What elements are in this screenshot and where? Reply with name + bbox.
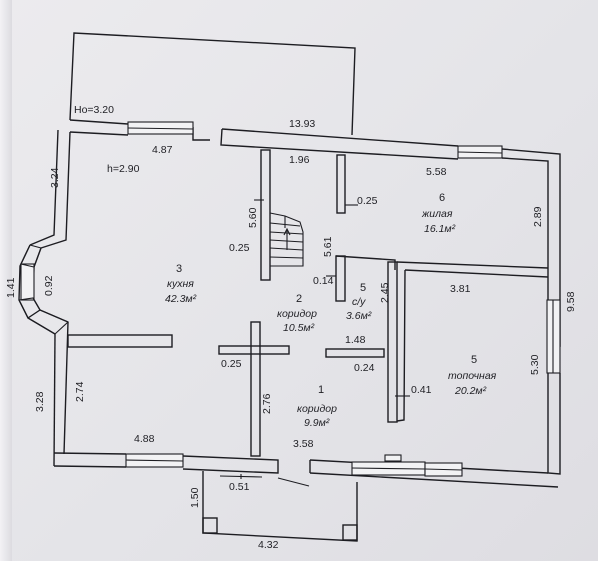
dim-0-25-top: 0.25 xyxy=(357,195,378,207)
window-bay-left xyxy=(20,263,35,301)
dim-0-92: 0.92 xyxy=(43,275,55,296)
wall-kitchen-bottom xyxy=(67,334,173,348)
dim-5-60: 5.60 xyxy=(247,207,259,228)
wall-stair-left xyxy=(260,149,271,281)
dim-9-58: 9.58 xyxy=(565,291,577,312)
wall-kitchen-living-top xyxy=(336,154,346,214)
room-label-corridor-2: 2 коридор 10.5м² xyxy=(277,293,317,334)
dim-3-58: 3.58 xyxy=(293,438,314,450)
outer-walls xyxy=(18,119,561,488)
svg-text:20.2м²: 20.2м² xyxy=(454,385,487,397)
dim-3-24: 3.24 xyxy=(49,167,61,188)
room-label-wc: 5 с/у 3.6м² xyxy=(346,282,372,322)
terrace-outline xyxy=(69,32,356,136)
svg-text:жилая: жилая xyxy=(421,208,453,220)
dim-2-74: 2.74 xyxy=(74,381,86,402)
dim-4-87: 4.87 xyxy=(152,144,173,156)
room-label-kitchen: 3 кухня 42.3м² xyxy=(165,263,197,305)
svg-text:42.3м²: 42.3м² xyxy=(165,293,197,305)
dim-5-58: 5.58 xyxy=(426,166,447,178)
dim-4-32: 4.32 xyxy=(258,539,279,551)
dim-2-89: 2.89 xyxy=(532,206,544,227)
svg-text:6: 6 xyxy=(439,192,445,204)
dim-2-76: 2.76 xyxy=(261,393,273,414)
svg-text:3: 3 xyxy=(176,263,182,275)
svg-text:5: 5 xyxy=(471,354,477,366)
room-label-living: 6 жилая 16.1м² xyxy=(421,192,456,235)
svg-text:2: 2 xyxy=(296,293,302,305)
svg-text:кухня: кухня xyxy=(167,278,194,290)
entrance-porch xyxy=(202,471,358,542)
dim-5-30: 5.30 xyxy=(529,354,541,375)
dim-ho: Ho=3.20 xyxy=(74,104,114,116)
dim-0-25-stair: 0.25 xyxy=(229,242,250,254)
dim-0-25-mid: 0.25 xyxy=(221,358,242,370)
windows xyxy=(18,121,561,477)
dim-2-45: 2.45 xyxy=(379,282,391,303)
page-binding-edge xyxy=(0,0,12,561)
wall-corridor-cross xyxy=(218,345,290,355)
wall-wc-bottom xyxy=(325,348,385,358)
room-label-corridor-1: 1 коридор 9.9м² xyxy=(297,384,337,429)
dimension-labels: Ho=3.20 h=2.90 13.93 4.87 3.24 1.96 5.58… xyxy=(5,104,577,551)
dim-0-14: 0.14 xyxy=(313,275,334,287)
dim-1-96: 1.96 xyxy=(289,154,310,166)
svg-text:16.1м²: 16.1м² xyxy=(424,223,456,235)
dim-0-41: 0.41 xyxy=(411,384,432,396)
dim-3-28: 3.28 xyxy=(34,391,46,412)
dim-0-51: 0.51 xyxy=(229,481,250,493)
interior-walls xyxy=(67,149,549,457)
dim-5-61: 5.61 xyxy=(322,236,334,257)
wall-boiler-left xyxy=(387,261,398,423)
svg-text:коридор: коридор xyxy=(297,403,337,415)
dimension-lines xyxy=(219,199,410,487)
svg-text:с/у: с/у xyxy=(352,296,366,308)
svg-text:3.6м²: 3.6м² xyxy=(346,310,372,322)
dim-h: h=2.90 xyxy=(107,163,140,175)
svg-text:топочная: топочная xyxy=(448,370,497,382)
dim-1-48: 1.48 xyxy=(345,334,366,346)
vent-bottom xyxy=(384,454,402,462)
svg-text:9.9м²: 9.9м² xyxy=(304,417,330,429)
wall-corridor-vertical xyxy=(250,321,261,457)
room-label-boiler: 5 топочная 20.2м² xyxy=(448,354,497,397)
svg-text:5: 5 xyxy=(360,282,366,294)
dim-1-50: 1.50 xyxy=(189,487,201,508)
svg-text:коридор: коридор xyxy=(277,308,317,320)
dim-4-88: 4.88 xyxy=(134,433,155,445)
dim-3-81: 3.81 xyxy=(450,283,471,295)
wall-wc-left xyxy=(335,255,346,302)
svg-text:10.5м²: 10.5м² xyxy=(283,322,315,334)
dim-13-93: 13.93 xyxy=(289,118,315,130)
svg-text:1: 1 xyxy=(318,384,324,396)
dim-0-24: 0.24 xyxy=(354,362,375,374)
staircase xyxy=(269,212,304,267)
dim-1-41: 1.41 xyxy=(5,277,17,298)
